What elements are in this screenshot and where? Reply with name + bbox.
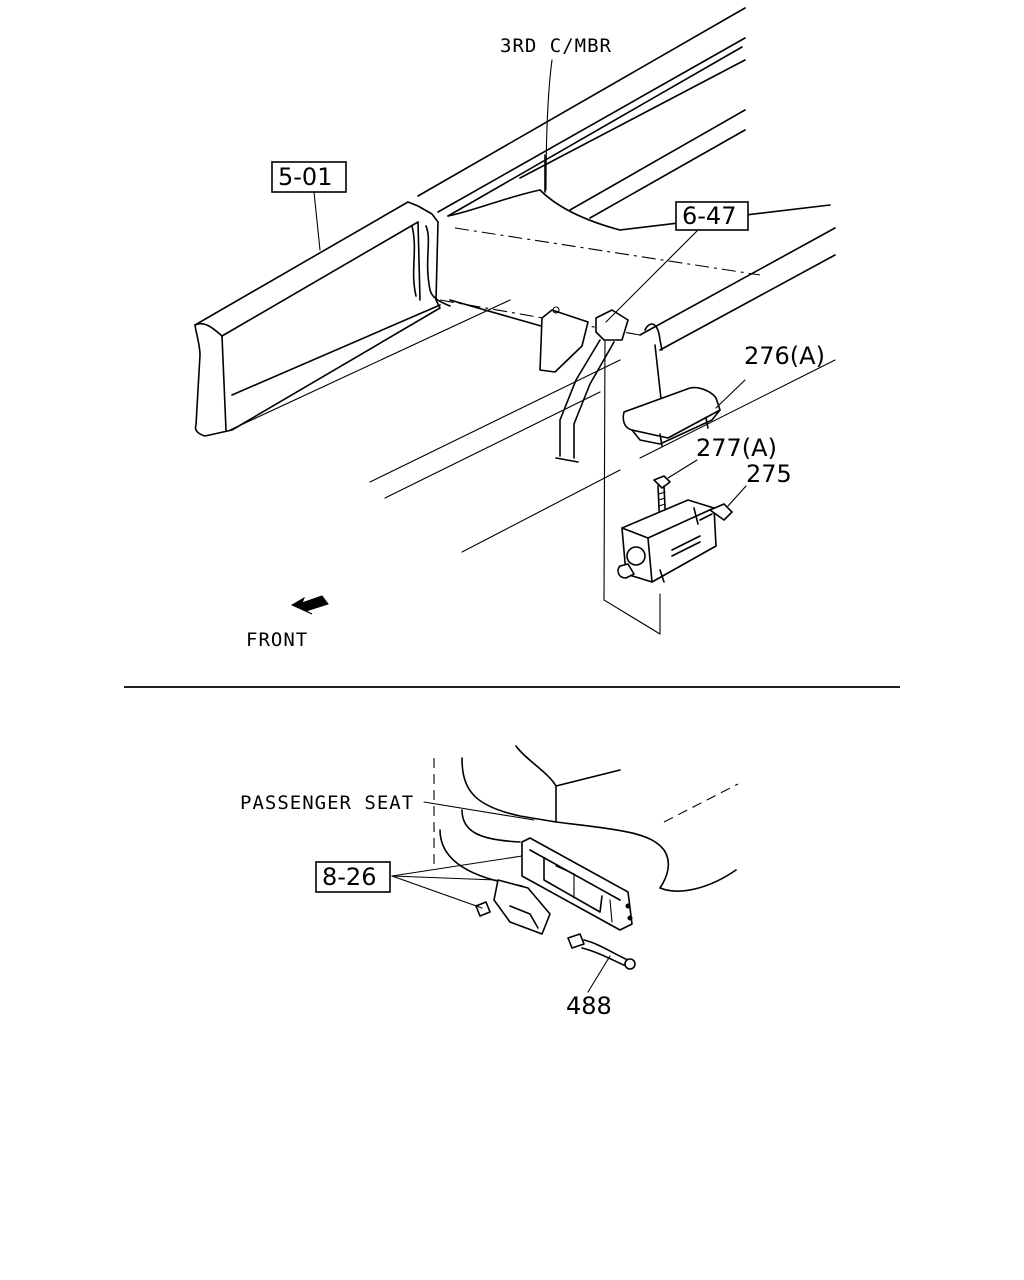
- ref-5-01-label: 5-01: [278, 163, 332, 191]
- leader-lines-top: [313, 59, 747, 507]
- switch-bracket: [475, 879, 551, 935]
- part-277-label: 277(A): [696, 434, 777, 462]
- ref-6-47-label: 6-47: [682, 202, 736, 230]
- part-276-label: 276(A): [744, 342, 825, 370]
- leader-lines-bottom: [391, 801, 611, 993]
- passenger-seat-label: PASSENGER SEAT: [240, 792, 414, 814]
- cover-part-276: [622, 386, 721, 447]
- passenger-seat: [433, 745, 739, 892]
- ref-box-6-47: [675, 201, 749, 231]
- crossmember-label: 3RD C/MBR: [500, 35, 612, 57]
- solenoid-part-275: [617, 499, 733, 583]
- ref-8-26-label: 8-26: [322, 863, 376, 891]
- floor-lines: [229, 227, 836, 553]
- ref-box-5-01: [271, 161, 347, 193]
- bottom-view: PASSENGER SEAT 8-26 488: [240, 745, 739, 1020]
- front-label: FRONT: [246, 629, 308, 651]
- top-view: 3RD C/MBR 5-01 6-47 276(A) 277(A) 275 FR…: [194, 7, 836, 651]
- harness-part-488: [567, 933, 636, 970]
- harness-bracket: [539, 306, 661, 635]
- mounting-plate: [521, 837, 633, 931]
- ref-box-8-26: [315, 861, 391, 893]
- crossmember: [439, 154, 831, 336]
- far-frame-rail: [417, 7, 746, 219]
- front-arrow-icon: [290, 595, 329, 615]
- part-488-label: 488: [566, 992, 612, 1020]
- near-frame-rail: [194, 201, 451, 437]
- part-275-label: 275: [746, 460, 792, 488]
